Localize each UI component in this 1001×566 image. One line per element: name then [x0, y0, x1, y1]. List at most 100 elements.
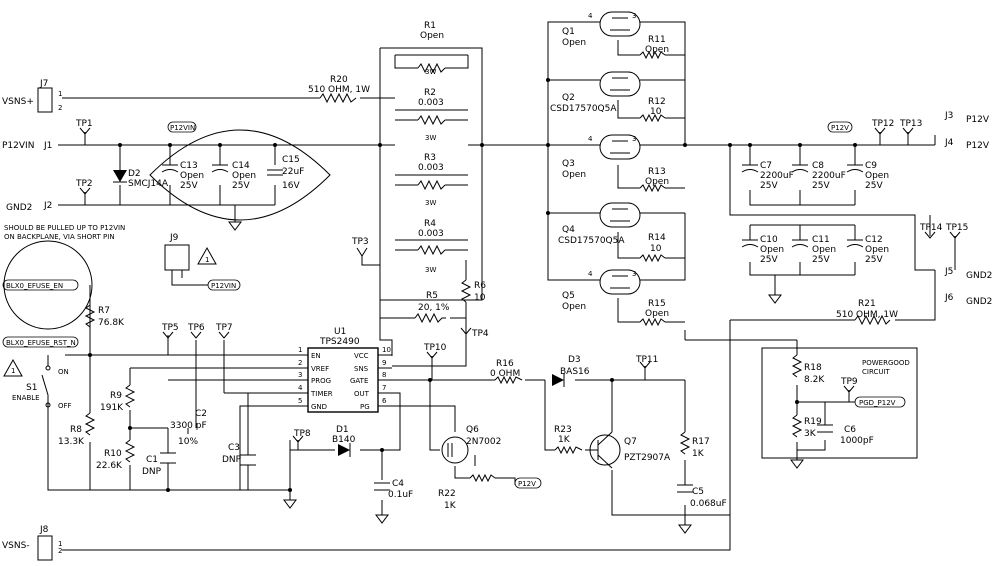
- svg-text:6: 6: [382, 397, 387, 405]
- svg-text:Open: Open: [232, 171, 256, 181]
- svg-text:C14: C14: [232, 161, 250, 171]
- svg-text:C12: C12: [865, 235, 883, 245]
- svg-text:Open: Open: [562, 170, 586, 180]
- svg-text:10: 10: [474, 293, 486, 303]
- capacitor-c4: C40.1uF: [374, 479, 413, 500]
- svg-text:ENABLE: ENABLE: [12, 394, 40, 402]
- r2-val: 0.003: [418, 98, 444, 108]
- svg-text:P12V: P12V: [518, 480, 536, 488]
- svg-text:R10: R10: [104, 449, 122, 459]
- svg-text:Open: Open: [180, 171, 204, 181]
- svg-text:Open: Open: [865, 245, 889, 255]
- wires: [47, 21, 956, 551]
- svg-text:22uF: 22uF: [282, 167, 304, 177]
- r2-ref: R2: [424, 88, 436, 98]
- resistor-r21: R21 510 OHM, 1W: [836, 299, 898, 326]
- svg-text:GND2: GND2: [6, 203, 32, 213]
- svg-text:C1: C1: [146, 455, 158, 465]
- svg-text:C4: C4: [392, 479, 404, 489]
- svg-text:TIMER: TIMER: [310, 390, 333, 398]
- svg-text:Q7: Q7: [624, 437, 637, 447]
- svg-text:CIRCUIT: CIRCUIT: [862, 368, 891, 376]
- svg-text:C5: C5: [692, 487, 704, 497]
- svg-text:SMCJ14A: SMCJ14A: [128, 179, 169, 189]
- svg-text:VSNS+: VSNS+: [2, 97, 34, 107]
- svg-text:ON: ON: [58, 368, 69, 376]
- svg-text:25V: 25V: [865, 255, 883, 265]
- svg-text:Q2: Q2: [562, 93, 575, 103]
- svg-text:1: 1: [58, 90, 62, 98]
- svg-text:TP9: TP9: [840, 377, 858, 387]
- svg-text:3: 3: [632, 12, 636, 20]
- svg-text:S1: S1: [26, 383, 37, 393]
- svg-text:TP2: TP2: [75, 179, 93, 189]
- svg-text:25V: 25V: [865, 181, 883, 191]
- svg-text:C8: C8: [812, 161, 824, 171]
- pullup-note: SHOULD BE PULLED UP TO P12VIN ON BACKPLA…: [3, 224, 125, 330]
- r3-val: 0.003: [418, 163, 444, 173]
- svg-text:CSD17570Q5A: CSD17570Q5A: [558, 236, 625, 246]
- svg-text:C15: C15: [282, 155, 300, 165]
- svg-text:2200uF: 2200uF: [812, 171, 846, 181]
- svg-text:VCC: VCC: [354, 352, 369, 360]
- r1-val: Open: [420, 31, 444, 41]
- svg-text:D2: D2: [128, 169, 141, 179]
- svg-text:EN: EN: [311, 352, 321, 360]
- svg-text:R5: R5: [426, 291, 438, 301]
- svg-text:8.2K: 8.2K: [804, 375, 825, 385]
- svg-text:R11: R11: [648, 35, 666, 45]
- r3-pwr: 3W: [425, 199, 436, 207]
- svg-text:P12VIN: P12VIN: [170, 124, 195, 132]
- svg-text:1: 1: [11, 367, 15, 375]
- svg-text:TP14: TP14: [919, 223, 943, 233]
- svg-text:3K: 3K: [804, 429, 817, 439]
- svg-text:P12V: P12V: [966, 115, 990, 125]
- svg-text:P12VIN: P12VIN: [2, 141, 34, 151]
- svg-text:C9: C9: [865, 161, 877, 171]
- svg-text:C10: C10: [760, 235, 778, 245]
- sense-resistor-r3: R3 0.003 3W: [395, 153, 468, 207]
- svg-text:SHOULD BE PULLED UP TO P12VIN: SHOULD BE PULLED UP TO P12VIN: [4, 224, 125, 232]
- svg-text:4: 4: [588, 135, 593, 143]
- sense-resistor-r4: R4 0.003 3W: [395, 219, 468, 274]
- svg-text:3300 pF: 3300 pF: [170, 421, 207, 431]
- svg-text:TP11: TP11: [635, 355, 658, 365]
- svg-text:R6: R6: [474, 281, 486, 291]
- svg-text:9: 9: [382, 359, 386, 367]
- svg-text:J9: J9: [169, 233, 179, 243]
- svg-text:2: 2: [58, 547, 62, 555]
- junctions: [88, 78, 857, 492]
- svg-text:25V: 25V: [812, 181, 830, 191]
- svg-text:TP5: TP5: [161, 323, 179, 333]
- svg-text:76.8K: 76.8K: [98, 318, 125, 328]
- ground-symbols: [228, 221, 804, 534]
- svg-text:OUT: OUT: [354, 390, 370, 398]
- svg-text:13.3K: 13.3K: [58, 437, 85, 447]
- svg-text:TP8: TP8: [293, 429, 311, 439]
- svg-text:TP4: TP4: [471, 329, 489, 339]
- connector-j8: J8 12 VSNS-: [2, 525, 62, 561]
- svg-text:GATE: GATE: [350, 377, 368, 385]
- connector-j7: J7 12 VSNS+: [2, 79, 62, 113]
- svg-text:C3: C3: [228, 443, 240, 453]
- r4-ref: R4: [424, 219, 436, 229]
- svg-text:10: 10: [650, 244, 662, 254]
- svg-text:4: 4: [588, 270, 593, 278]
- svg-text:R17: R17: [692, 437, 710, 447]
- svg-text:PZT2907A: PZT2907A: [624, 453, 671, 463]
- svg-text:Open: Open: [760, 245, 784, 255]
